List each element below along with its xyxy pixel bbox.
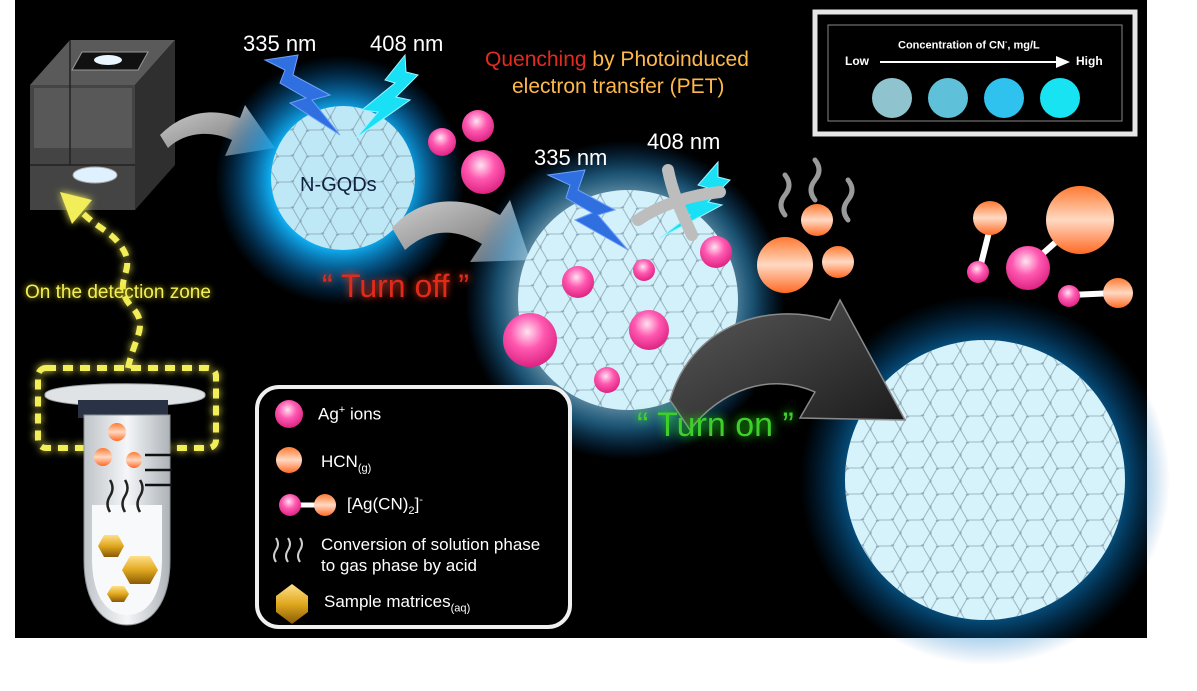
- legend-complex-sub: 2: [408, 505, 415, 518]
- ag-ion: [562, 266, 594, 298]
- legend-hcn-sub: (g): [357, 462, 372, 475]
- hcn-molecule: [757, 237, 813, 293]
- title-line-2: electron transfer (PET): [512, 75, 725, 98]
- swatches: [872, 78, 1080, 118]
- wavelength-335-right: 335 nm: [534, 145, 608, 170]
- turn-off-label: “ Turn off ”: [322, 268, 470, 304]
- scale-title: Concentration of CN-, mg/L: [898, 38, 1040, 52]
- scale-high: High: [1076, 54, 1103, 68]
- legend-complex-label: [Ag(CN)2]-: [347, 494, 423, 517]
- legend-ag-sup: +: [338, 404, 346, 416]
- ag-ion: [629, 310, 669, 350]
- legend-complex-pre: [Ag(CN): [347, 494, 409, 514]
- quench-word: Quenching: [485, 48, 587, 71]
- legend-matrices-label: Sample matrices(aq): [324, 592, 470, 614]
- legend-ag-icon: [275, 400, 303, 428]
- hcn-molecule: [822, 246, 854, 278]
- swatch-3: [984, 78, 1024, 118]
- ag-ion: [594, 367, 620, 393]
- legend-matrices-sub: (aq): [450, 602, 471, 615]
- wavelength-408-right: 408 nm: [647, 129, 721, 154]
- dashed-arrow: [72, 203, 143, 369]
- scale-low: Low: [845, 54, 869, 68]
- arrow-to-turn-on: [669, 298, 907, 432]
- hcn-molecule: [801, 204, 833, 236]
- wavelength-408-left: 408 nm: [370, 31, 444, 56]
- legend-ag-rest: ions: [345, 404, 382, 424]
- legend-complex-icon: [279, 494, 336, 516]
- detection-zone-label: On the detection zone: [25, 282, 211, 303]
- block-x-icon: [632, 164, 726, 241]
- legend-hcn-icon: [276, 447, 302, 473]
- swatch-1: [872, 78, 912, 118]
- uv-bolt-2: [546, 169, 629, 251]
- ag-cn-complex: [967, 186, 1133, 308]
- steam-icon: [808, 157, 822, 203]
- ag-ion: [462, 110, 494, 142]
- ngqd-label: N-GQDs: [300, 174, 377, 196]
- legend-complex-post: ]: [414, 494, 420, 514]
- legend-conversion-line1: Conversion of solution phase: [321, 535, 541, 554]
- legend-conversion-line2: to gas phase by acid: [321, 556, 477, 575]
- dashed-arrow-head: [60, 192, 92, 224]
- legend-hcn-main: HCN: [321, 452, 358, 471]
- ag-ion: [428, 128, 456, 156]
- legend-steam-icon: [273, 537, 303, 563]
- scale-title-sup: -: [1004, 38, 1008, 46]
- legend-hcn-label: HCN(g): [321, 452, 371, 474]
- ag-ion: [700, 236, 732, 268]
- wavelength-335-left: 335 nm: [243, 31, 317, 56]
- legend-ag-label: Ag+ ions: [318, 404, 381, 425]
- ag-ion: [633, 259, 655, 281]
- ag-ion: [461, 150, 505, 194]
- ag-ion: [503, 313, 557, 367]
- steam-icon: [841, 177, 855, 223]
- sample-tube: [44, 383, 206, 626]
- turn-on-label: “ Turn on ”: [637, 406, 794, 444]
- steam-icon: [778, 172, 792, 218]
- swatch-4: [1040, 78, 1080, 118]
- uv-bolt-1: [263, 54, 341, 136]
- legend-matrices-main: Sample matrices: [324, 592, 451, 611]
- legend-box: [255, 385, 572, 629]
- detection-box: [30, 40, 175, 210]
- legend-matrix-icon: [276, 584, 308, 624]
- legend-complex-sup: -: [419, 494, 423, 506]
- cyan-bolt-1: [355, 53, 419, 139]
- legend-ag-main: Ag: [318, 404, 339, 424]
- scale-title-unit: , mg/L: [1007, 39, 1040, 52]
- turn-on-dot: [845, 340, 1125, 620]
- concentration-scale: [812, 9, 1138, 137]
- title-line-1: Quenching by Photoinduced: [485, 48, 749, 72]
- swatch-2: [928, 78, 968, 118]
- quench-rest: by Photoinduced: [592, 48, 749, 71]
- scale-title-text: Concentration of CN: [898, 39, 1005, 52]
